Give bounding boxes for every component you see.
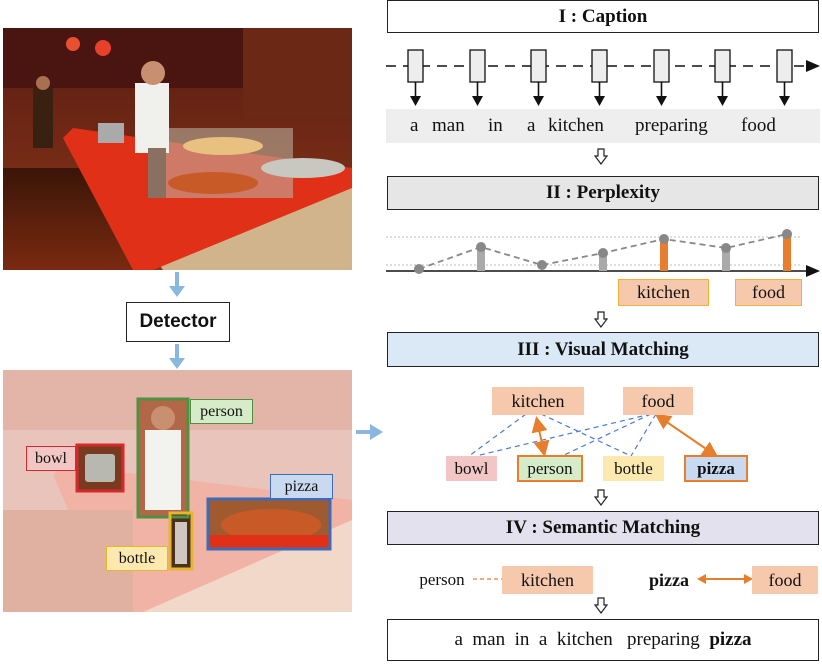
hollow-down-arrow-icon — [594, 148, 608, 165]
stage-caption-title: I : Caption — [387, 0, 819, 33]
object-person: person — [517, 455, 583, 482]
caption-word: food — [741, 115, 776, 136]
semantic-object-pizza: pizza — [649, 569, 689, 590]
caption-word: man — [432, 115, 465, 136]
stage-semantic-title: IV : Semantic Matching — [387, 511, 819, 545]
detection-label-bowl: bowl — [26, 446, 76, 471]
down-arrow-icon — [169, 272, 185, 297]
stage-visual-title: III : Visual Matching — [387, 332, 819, 367]
hollow-down-arrow-icon — [594, 489, 608, 506]
caption-word: a — [410, 115, 419, 136]
down-arrow-icon — [169, 344, 185, 369]
kitchen-photo — [3, 28, 352, 270]
perplexity-chart — [386, 229, 820, 277]
final-caption-box: a man in a kitchen preparing pizza — [387, 619, 819, 661]
perplexity-word-kitchen: kitchen — [618, 279, 709, 306]
caption-sentence: a man in a kitchen preparing food — [386, 109, 820, 143]
detector-box: Detector — [126, 302, 230, 342]
caption-word: preparing — [635, 115, 708, 136]
visual-matching-graph — [468, 413, 719, 458]
object-pizza: pizza — [684, 455, 748, 482]
final-caption-replaced-word: pizza — [709, 629, 752, 650]
caption-word: a — [527, 115, 536, 136]
object-bottle: bottle — [603, 456, 664, 481]
caption-word: in — [488, 115, 503, 136]
hollow-down-arrow-icon — [594, 311, 608, 328]
caption-decoder-diagram — [386, 49, 820, 106]
concept-kitchen: kitchen — [492, 387, 584, 415]
detection-label-bottle: bottle — [106, 546, 168, 571]
concept-food: food — [623, 387, 693, 415]
semantic-link-dashed — [473, 578, 502, 580]
final-caption-text: a man in a kitchen preparing — [454, 629, 700, 650]
semantic-object-person: person — [419, 570, 465, 589]
semantic-link-double-arrow — [697, 574, 753, 584]
right-arrow-icon — [356, 424, 383, 440]
stage-perplexity-title: II : Perplexity — [387, 176, 819, 210]
semantic-concept-food: food — [752, 566, 818, 594]
semantic-concept-kitchen: kitchen — [502, 566, 593, 594]
detection-photo — [3, 370, 352, 612]
detection-label-person: person — [190, 399, 253, 424]
detection-label-pizza: pizza — [270, 474, 333, 499]
hollow-down-arrow-icon — [594, 597, 608, 614]
caption-word: kitchen — [548, 115, 604, 136]
object-bowl: bowl — [446, 456, 497, 481]
perplexity-word-food: food — [735, 279, 802, 306]
